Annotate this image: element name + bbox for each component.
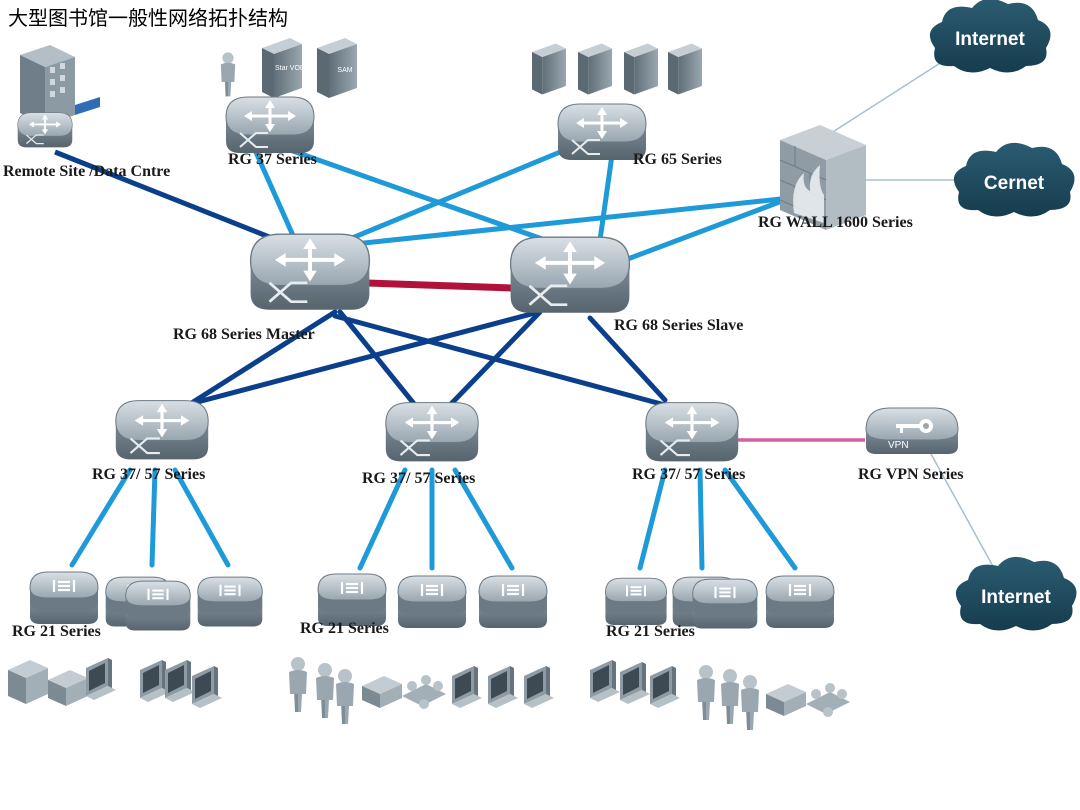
internet-cloud-top: Internet: [929, 0, 1051, 73]
internet-cloud-bottom: Internet: [955, 556, 1077, 631]
rg21-left-switch-1: [28, 570, 100, 626]
rg3757-mid-switch-icon: [384, 401, 480, 463]
rg-vpn-label: RG VPN Series: [858, 466, 964, 483]
vpn-badge: VPN: [888, 440, 909, 451]
user-icon-top: [220, 52, 236, 97]
desk-icon: [362, 676, 402, 708]
core-links: [187, 309, 668, 408]
internet-bottom-label: Internet: [981, 587, 1051, 608]
server-icon-1: [532, 43, 566, 95]
rg-wall-label: RG WALL 1600 Series: [758, 214, 913, 231]
server-icon-4: [668, 43, 702, 95]
end-devices-mid: [289, 657, 554, 724]
pc-icon: [165, 660, 195, 702]
fax-icon: [48, 670, 88, 706]
meeting-group-icon: [806, 683, 850, 717]
person-icon: [336, 669, 354, 724]
printer-icon: [8, 660, 48, 704]
cernet-label: Cernet: [984, 173, 1045, 194]
server-icon-sam: SAM: [317, 38, 357, 98]
pc-icon: [452, 666, 482, 708]
end-devices-right: [590, 660, 850, 730]
stack-link: [367, 279, 514, 292]
rg21-left-switch-3: [124, 580, 192, 632]
rg21-right-label: RG 21 Series: [606, 623, 695, 640]
server-sam-label: SAM: [337, 67, 352, 74]
desk-icon: [766, 684, 806, 716]
person-icon: [697, 665, 715, 720]
rg3757-left-switch-icon: [114, 399, 210, 461]
person-icon: [721, 669, 739, 724]
remote-link: [54, 149, 283, 245]
pc-icon: [524, 666, 554, 708]
pc-icon: [488, 666, 518, 708]
key-icon: [896, 419, 933, 433]
person-icon: [289, 657, 307, 712]
rg21-left-switch-4: [196, 576, 264, 628]
laptop-icon: [590, 660, 620, 702]
distribution-links: [252, 147, 793, 263]
rg3757-right-switch-icon: [644, 401, 740, 463]
rg21-right-switch-3: [691, 578, 759, 630]
server-icon-3: [624, 43, 658, 95]
rg68-slave-label: RG 68 Series Slave: [614, 317, 744, 334]
rg68-master-label: RG 68 Series Master: [173, 326, 315, 343]
rg21-mid-label: RG 21 Series: [300, 620, 389, 637]
rg68-master-switch-icon: [251, 234, 370, 310]
rg68-slave-switch-icon: [511, 237, 630, 313]
rg37-top-switch-icon: [224, 95, 316, 155]
remote-switch-icon: [16, 111, 74, 149]
person-icon: [741, 675, 759, 730]
cernet-cloud: Cernet: [953, 142, 1075, 217]
server-star-vod-label: Star VOD: [275, 65, 305, 72]
rg21-right-switch-1: [604, 577, 668, 626]
vpn-device-icon: VPN: [865, 407, 959, 454]
rg3757-mid-label: RG 37/ 57 Series: [362, 470, 476, 487]
firewall-icon: [779, 125, 866, 230]
server-icon-2: [578, 43, 612, 95]
end-devices-left: [8, 658, 222, 708]
pc-icon: [650, 666, 680, 708]
rg65-label: RG 65 Series: [633, 151, 722, 168]
remote-site-label: Remote Site /Data Cntre: [3, 163, 171, 180]
server-icon-star-vod: Star VOD: [262, 38, 305, 98]
internet-links: [827, 59, 996, 571]
rg21-left-label: RG 21 Series: [12, 623, 101, 640]
person-icon: [316, 663, 334, 718]
access-links: [69, 467, 798, 571]
pc-icon: [192, 666, 222, 708]
rg3757-right-label: RG 37/ 57 Series: [632, 466, 746, 483]
meeting-group-icon: [402, 675, 446, 709]
page-title: 大型图书馆一般性网络拓扑结构: [8, 6, 288, 30]
rg37-top-label: RG 37 Series: [228, 151, 317, 168]
pc-icon: [86, 658, 116, 700]
rg21-mid-switch-1: [316, 572, 388, 628]
rg21-mid-switch-2: [396, 574, 468, 630]
internet-top-label: Internet: [955, 29, 1025, 50]
rg21-mid-switch-3: [477, 574, 549, 630]
pc-icon: [620, 662, 650, 704]
rg3757-left-label: RG 37/ 57 Series: [92, 466, 206, 483]
rg21-right-switch-4: [764, 574, 836, 630]
building-icon: [20, 45, 100, 125]
